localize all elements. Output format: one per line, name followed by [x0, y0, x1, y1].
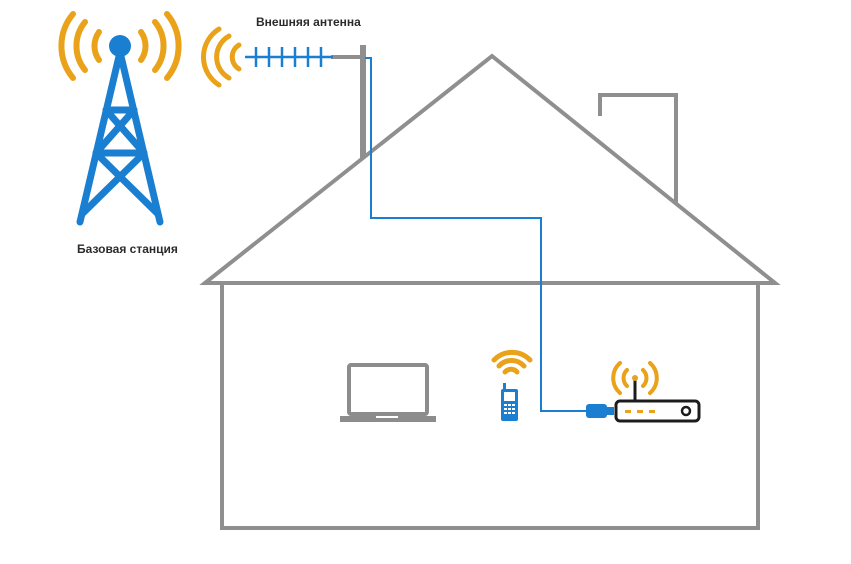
antenna-mast — [331, 45, 366, 158]
house-roof — [199, 53, 781, 285]
laptop-icon — [340, 363, 436, 422]
base-station-label: Базовая станция — [77, 242, 178, 256]
house-walls — [220, 281, 760, 530]
router-signal-icon — [611, 361, 659, 395]
external-antenna-label: Внешняя антенна — [256, 15, 361, 29]
antenna-signal-icon — [200, 26, 242, 88]
house-chimney — [598, 93, 678, 203]
wifi-router-icon — [614, 378, 701, 423]
tower-signal-icon — [58, 11, 182, 81]
usb-modem-icon — [586, 404, 614, 418]
antenna-cable — [365, 57, 588, 412]
cell-tower-icon — [76, 35, 164, 226]
mobile-phone-icon — [501, 383, 518, 421]
house — [199, 53, 781, 530]
phone-wifi-icon — [491, 349, 533, 375]
yagi-antenna-icon — [245, 47, 333, 67]
